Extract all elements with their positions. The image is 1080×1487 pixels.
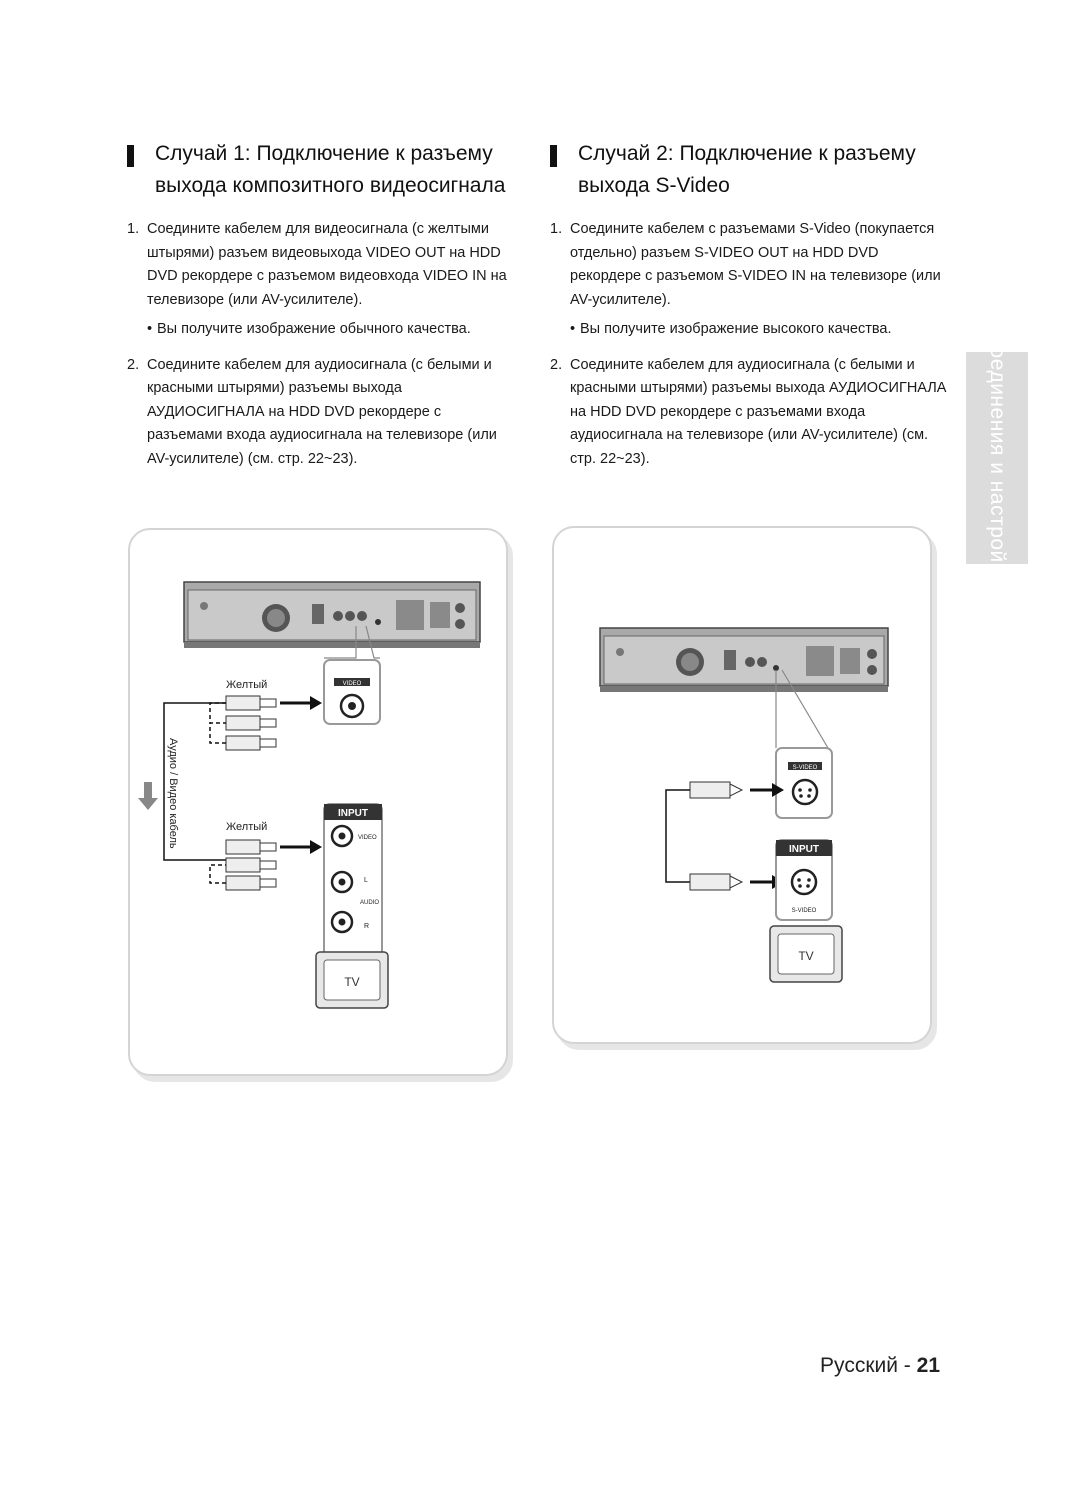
tv-label: TV [798, 949, 813, 963]
side-tab-label: Соединения и настройка [986, 330, 1009, 586]
bullet-dot: • [570, 321, 576, 337]
step-1: 1. Соедините кабелем для видеосигнала (с… [125, 218, 520, 312]
dvd-recorder-rear [183, 581, 481, 648]
video-label: VIDEO [358, 835, 377, 841]
step-2: 2. Соедините кабелем для аудиосигнала (с… [548, 354, 948, 472]
heading-line2: выхода композитного видеосигнала [155, 174, 506, 197]
step-1: 1. Соедините кабелем с разъемами S-Video… [548, 218, 948, 312]
svideo-out-jack-callout: S-VIDEO [775, 747, 833, 819]
cable-label: Аудио / Видео кабель [167, 738, 179, 849]
step-text: Соедините кабелем для аудиосигнала (с бе… [147, 356, 497, 467]
step-text: Соедините кабелем для видеосигнала (с же… [147, 221, 507, 308]
jack-label: VIDEO [343, 681, 362, 687]
section-side-tab: Соединения и настройка [966, 331, 1028, 585]
page-number: 21 [916, 1354, 940, 1377]
page-footer: Русский - 21 [820, 1354, 940, 1378]
tv-label: TV [344, 975, 359, 989]
step-2: 2. Соедините кабелем для аудиосигнала (с… [125, 354, 520, 472]
footer-language: Русский [820, 1354, 898, 1377]
section-heading-case1: Случай 1: Подключение к разъему выхода к… [125, 138, 520, 202]
heading-bar [550, 145, 557, 167]
jack-label: S-VIDEO [793, 765, 818, 771]
tv-input-panel: INPUT S-VIDEO [775, 839, 833, 921]
step-number: 1. [550, 221, 563, 237]
av-cable-bottom-plugs [225, 839, 277, 891]
diagram-composite-panel: VIDEO Желтый Аудио / Видео кабель Желтый [128, 528, 508, 1076]
yellow-label-bottom: Желтый [226, 821, 267, 833]
input-label: INPUT [789, 844, 819, 855]
bullet-text: Вы получите изображение обычного качеств… [157, 321, 471, 337]
bullet-dot: • [147, 321, 153, 337]
left-column: Случай 1: Подключение к разъему выхода к… [125, 138, 520, 481]
tv-input-panel: INPUT VIDEO L AUDIO R [323, 803, 383, 975]
right-column: Случай 2: Подключение к разъему выхода S… [548, 138, 948, 481]
down-arrow-icon [138, 782, 158, 810]
diagram-svideo: S-VIDEO INPUT S-VIDEO [599, 627, 889, 983]
heading-line2: выхода S-Video [578, 174, 730, 197]
step-text: Соедините кабелем с разъемами S-Video (п… [570, 221, 941, 308]
input-label: INPUT [338, 808, 368, 819]
svideo-label: S-VIDEO [792, 908, 817, 914]
bullet-note: • Вы получите изображение высокого качес… [548, 318, 948, 342]
heading-line1: Случай 2: Подключение к разъему [578, 142, 916, 165]
tv-set: TV [315, 951, 389, 1009]
svideo-cable [665, 781, 784, 891]
bullet-note: • Вы получите изображение обычного качес… [125, 318, 520, 342]
step-text: Соедините кабелем для аудиосигнала (с бе… [570, 356, 947, 467]
tv-set: TV [769, 925, 843, 983]
audio-label: AUDIO [360, 900, 379, 906]
section-heading-case2: Случай 2: Подключение к разъему выхода S… [548, 138, 948, 202]
heading-bar [127, 145, 134, 167]
step-number: 1. [127, 221, 140, 237]
footer-dash: - [897, 1354, 917, 1377]
heading-line1: Случай 1: Подключение к разъему [155, 142, 493, 165]
diagram-composite: VIDEO Желтый Аудио / Видео кабель Желтый [138, 581, 481, 1009]
dvd-recorder-rear [599, 627, 889, 692]
step-number: 2. [550, 356, 563, 373]
l-label: L [364, 877, 368, 884]
video-out-jack-callout: VIDEO [323, 659, 381, 725]
r-label: R [364, 923, 369, 930]
step-number: 2. [127, 356, 140, 373]
diagram-svideo-panel: S-VIDEO INPUT S-VIDEO [552, 526, 932, 1044]
bullet-text: Вы получите изображение высокого качеств… [580, 321, 892, 337]
yellow-label-top: Желтый [226, 679, 267, 691]
av-cable-top-plugs [225, 695, 277, 751]
